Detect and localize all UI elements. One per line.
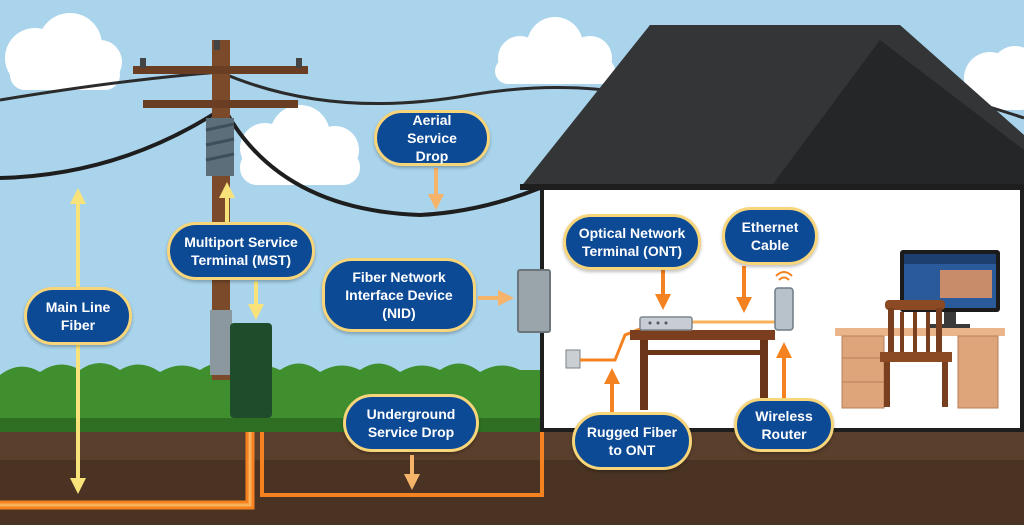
power-line <box>219 70 641 106</box>
power-line <box>0 108 222 180</box>
cloud <box>964 46 1024 110</box>
main-line-fiber-cable-inner <box>0 432 252 507</box>
label-line: Main Line <box>45 299 111 315</box>
desk <box>630 330 775 410</box>
power-line <box>223 109 541 218</box>
cloud <box>5 13 122 90</box>
cloud <box>495 17 615 84</box>
computer-desk <box>835 328 1005 409</box>
label-line: Terminal (MST) <box>190 252 292 268</box>
wifi-icon <box>775 271 793 281</box>
callout-rugged-fiber: Rugged Fiber to ONT <box>572 412 692 470</box>
label-line: Aerial Service <box>407 112 457 146</box>
label-line: to ONT <box>608 442 656 458</box>
label-line: Ethernet <box>741 219 799 235</box>
label-line: Terminal (ONT) <box>581 243 683 259</box>
label-line: Multiport Service <box>184 234 298 250</box>
label-line: Cable <box>750 237 790 253</box>
utility-pole <box>133 40 308 380</box>
label-line: Rugged Fiber <box>586 424 678 440</box>
label-line: Underground <box>366 406 456 422</box>
router-device <box>774 287 794 331</box>
cloud <box>240 105 360 185</box>
label-line: Fiber Network <box>352 269 446 285</box>
chair <box>880 300 952 407</box>
wall-outlet <box>565 349 581 369</box>
computer-monitor <box>900 250 1000 328</box>
soil-dark-band <box>0 460 1024 525</box>
nid-box <box>517 269 551 333</box>
label-line: Wireless <box>755 408 813 424</box>
label-line: Optical Network <box>578 225 686 241</box>
label-line: Router <box>761 426 807 442</box>
label-line: Drop <box>415 148 449 164</box>
label-line: Service Drop <box>367 424 455 440</box>
label-line: Fiber <box>60 317 96 333</box>
power-line <box>0 70 221 102</box>
label-line: (NID) <box>382 305 416 321</box>
mst-pedestal <box>230 323 272 418</box>
label-line: Interface Device <box>345 287 453 303</box>
